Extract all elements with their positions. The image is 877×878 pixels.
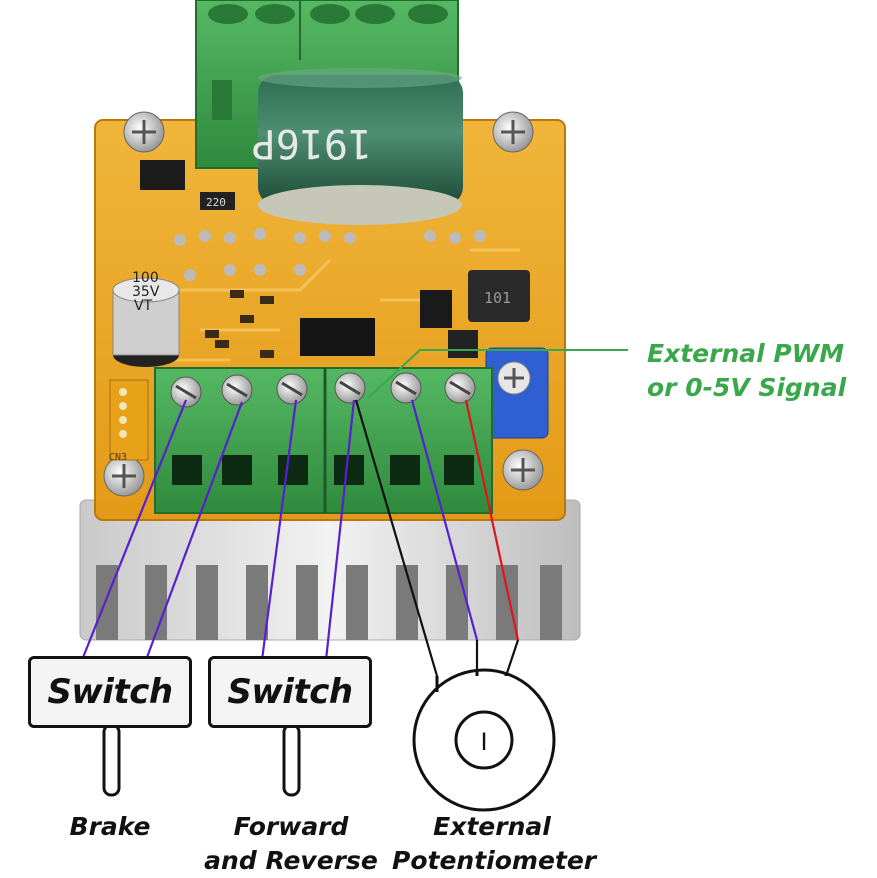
svg-text:VT: VT: [134, 298, 153, 314]
terminal-screw-icon: [444, 372, 476, 404]
heat-sink: [79, 499, 581, 641]
signal-terminal-block: [154, 367, 493, 514]
brake-caption: Brake: [69, 812, 151, 841]
svg-text:35V: 35V: [132, 284, 160, 300]
switch-stem-forward-reverse: [282, 723, 301, 797]
trimmer-potentiometer: [485, 347, 549, 439]
svg-text:220: 220: [206, 196, 226, 209]
forward-reverse-switch-label: Switch: [227, 672, 353, 712]
terminal-screw-icon: [334, 372, 366, 404]
forward-reverse-switch-box: Switch: [208, 656, 372, 728]
svg-text:1916P: 1916P: [252, 120, 372, 166]
pwm-callout-line2: or 0-5V Signal: [647, 373, 847, 402]
brake-switch-label: Switch: [47, 672, 173, 712]
potentiometer-symbol: I: [480, 728, 487, 756]
terminal-screw-icon: [170, 376, 202, 408]
mounting-screw-icon: [123, 111, 165, 153]
svg-text:101: 101: [484, 289, 511, 307]
svg-text:CN3: CN3: [109, 452, 127, 463]
mounting-screw-icon: [492, 111, 534, 153]
forward-reverse-caption: Forward and Reverse: [204, 812, 378, 875]
pwm-callout-line1: External PWM: [647, 339, 845, 368]
mounting-screw-icon: [502, 449, 544, 491]
brake-switch-box: Switch: [28, 656, 192, 728]
small-capacitor: 100 35V VT: [112, 270, 180, 367]
terminal-screw-icon: [221, 374, 253, 406]
driver-ic: [300, 318, 375, 356]
terminal-screw-icon: [390, 372, 422, 404]
mounting-screw-icon: [103, 455, 145, 497]
external-potentiometer-icon: I: [412, 668, 556, 812]
potentiometer-caption: External Potentiometer: [392, 812, 597, 875]
switch-stem-brake: [102, 723, 121, 797]
pwm-callout-line: [367, 349, 628, 399]
terminal-screw-icon: [276, 373, 308, 405]
large-capacitor: 1916P: [252, 68, 463, 225]
inductor: [468, 270, 530, 322]
svg-text:100: 100: [132, 270, 159, 286]
wires: [80, 399, 520, 677]
